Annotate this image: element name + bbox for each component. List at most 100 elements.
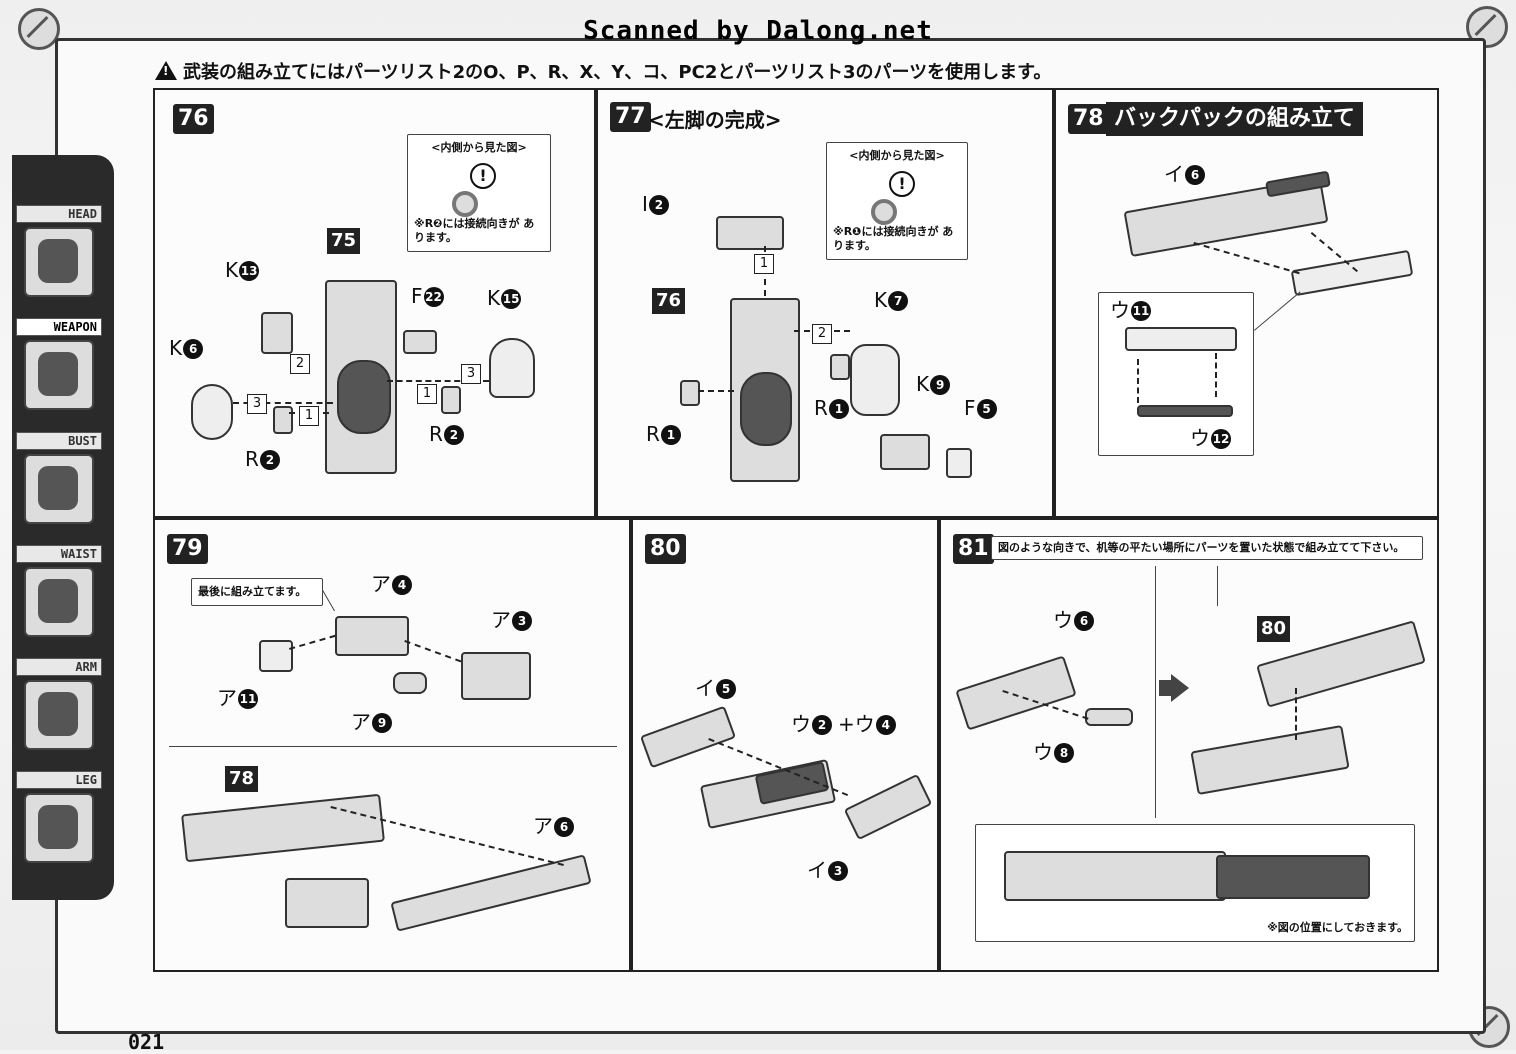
- cap-part: [716, 216, 784, 250]
- weapon-block-part: [285, 878, 369, 928]
- tab-head[interactable]: HEAD: [16, 205, 104, 305]
- page-number: 021: [128, 1030, 165, 1054]
- assembly-line: [1215, 353, 1217, 397]
- caution-icon: !: [470, 163, 496, 189]
- step-number: 77: [610, 102, 651, 132]
- step-number: 76: [173, 104, 214, 134]
- step-number: 81: [953, 534, 994, 564]
- step-number: 80: [645, 534, 686, 564]
- connector-ring-icon: [871, 199, 897, 225]
- leg-gear-part: [337, 360, 391, 434]
- sequence-marker: 2: [290, 354, 310, 374]
- tab-weapon-label: WEAPON: [16, 318, 102, 336]
- step-77-panel: 77 <左脚の完成> <内側から見た図> ! ※R❶には接続向きが あります。 …: [596, 88, 1054, 518]
- backpack-rail-part: [1290, 249, 1414, 297]
- note-body: ※R❶には接続向きが あります。: [833, 225, 954, 252]
- tab-arm-label: ARM: [16, 658, 102, 676]
- note-body: ※R❷には接続向きが あります。: [414, 217, 535, 244]
- step-title: バックパックの組み立て: [1106, 102, 1363, 136]
- head-thumbnail-icon: [24, 227, 94, 297]
- sequence-marker: 3: [247, 394, 267, 414]
- r1-part: [680, 380, 700, 406]
- final-assembly-frame: [1004, 851, 1226, 901]
- warning-icon: [155, 61, 177, 80]
- k15-part: [489, 338, 535, 398]
- assembly-line: [289, 634, 336, 650]
- a4-part: [335, 616, 409, 656]
- step-title: <左脚の完成>: [648, 108, 782, 132]
- sequence-marker: 1: [417, 384, 437, 404]
- r2-part: [441, 386, 461, 414]
- tab-head-label: HEAD: [16, 205, 102, 223]
- assembly-line: [698, 390, 734, 392]
- notice-text: 武装の組み立てにはパーツリスト2のO、P、R、X、Y、コ、PC2とパーツリスト3…: [183, 62, 1052, 83]
- tab-bust-label: BUST: [16, 432, 102, 450]
- u8-part: [1085, 708, 1133, 726]
- tab-arm[interactable]: ARM: [16, 658, 104, 758]
- leader-line: [322, 590, 335, 612]
- u6-part: [955, 655, 1077, 731]
- tab-leg-label: LEG: [16, 771, 102, 789]
- step-number: 79: [167, 534, 208, 564]
- assembly-line: [1295, 688, 1297, 740]
- final-position-box: ※図の位置にしておきます。: [975, 824, 1415, 942]
- a3-part: [461, 652, 531, 700]
- connector-ring-icon: [452, 191, 478, 217]
- tab-waist[interactable]: WAIST: [16, 545, 104, 645]
- assembly-line: [387, 380, 489, 382]
- next-arrow-icon: [1159, 674, 1189, 702]
- base-frame-part: [1190, 724, 1350, 796]
- inside-view-note: <内側から見た図> ! ※R❷には接続向きが あります。: [407, 134, 551, 252]
- leader-line: [1155, 566, 1156, 818]
- sequence-marker: 2: [812, 324, 832, 344]
- note-title: <内側から見た図>: [431, 141, 527, 154]
- assembly-line: [1137, 359, 1139, 403]
- tab-leg[interactable]: LEG: [16, 771, 104, 871]
- orientation-note: 図のような向きで、机等の平たい場所にパーツを置いた状態で組み立てて下さい。: [991, 536, 1423, 560]
- a6-part: [390, 854, 592, 932]
- k6-part: [191, 384, 233, 440]
- bust-thumbnail-icon: [24, 454, 94, 524]
- arm-thumbnail-icon: [24, 680, 94, 750]
- caution-icon: !: [889, 171, 915, 197]
- tab-bust[interactable]: BUST: [16, 432, 104, 532]
- ref-step-tag: 78: [225, 766, 259, 792]
- position-note: ※図の位置にしておきます。: [1267, 921, 1408, 934]
- divider-line: [169, 746, 617, 747]
- parts-notice: 武装の組み立てにはパーツリスト2のO、P、R、X、Y、コ、PC2とパーツリスト3…: [155, 58, 1051, 84]
- step-number: 78: [1068, 104, 1109, 134]
- inside-view-note: <内側から見た図> ! ※R❶には接続向きが あります。: [826, 142, 968, 260]
- k9-part: [880, 434, 930, 470]
- ref-step-tag: 76: [652, 288, 686, 314]
- weapon-thumbnail-icon: [24, 340, 94, 410]
- ref-step-tag: 75: [327, 228, 361, 254]
- assembly-line: [1193, 242, 1300, 275]
- a11-part: [259, 640, 293, 672]
- sequence-marker: 1: [754, 254, 774, 274]
- tab-weapon[interactable]: WEAPON: [16, 318, 104, 418]
- assemble-last-note: 最後に組み立てます。: [191, 578, 323, 606]
- leader-line: [1254, 291, 1301, 331]
- sequence-marker: 1: [299, 406, 319, 426]
- r2-part: [273, 406, 293, 434]
